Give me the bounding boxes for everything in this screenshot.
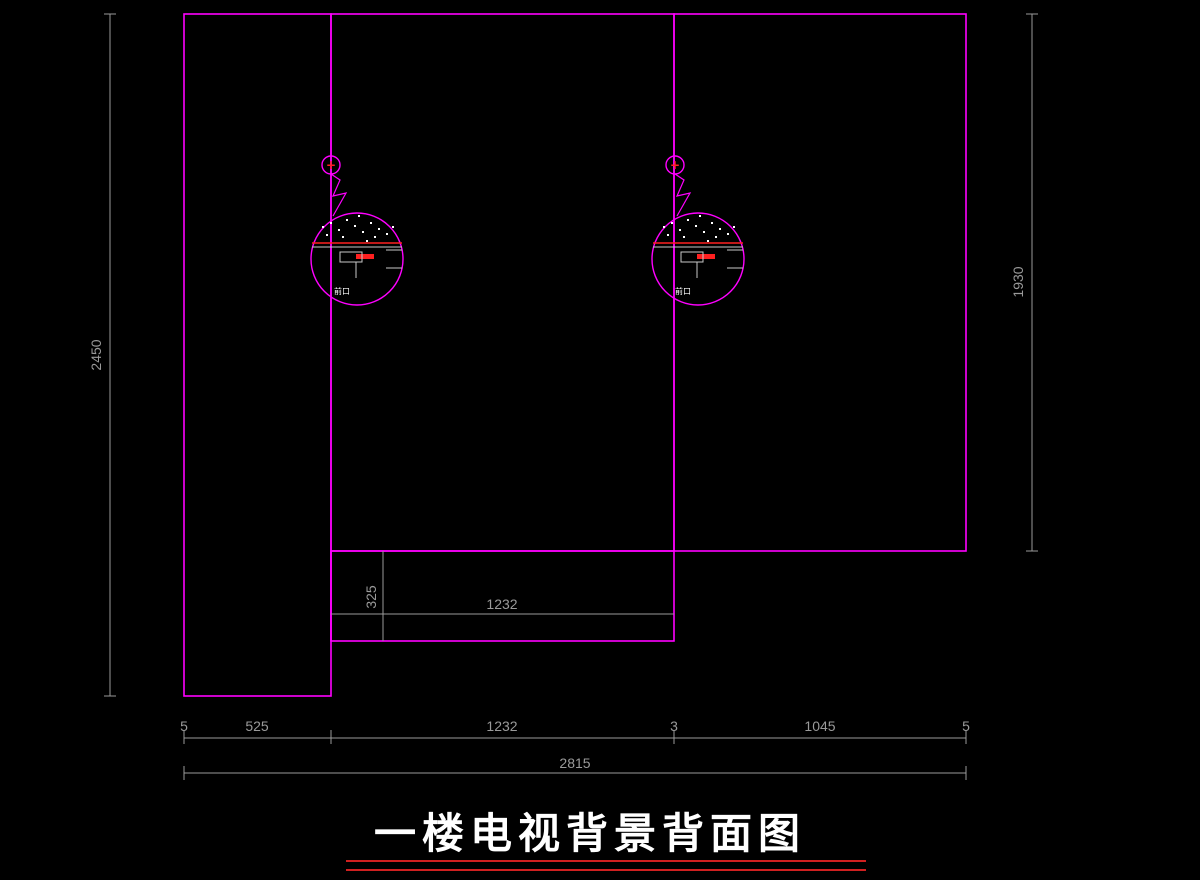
detail-red-bracket — [356, 254, 374, 259]
detail-red-bracket — [697, 254, 715, 259]
detail-section-circle — [310, 212, 404, 306]
dimension-tv-shelf: 325 1232 — [331, 551, 674, 641]
detail-leader-line — [330, 173, 348, 217]
detail-speckle-fill — [663, 215, 735, 242]
detail-section-circle — [651, 212, 745, 306]
drawing-title: 一楼电视背景背面图 — [374, 809, 806, 858]
detail-profile-box — [680, 251, 704, 263]
detail-speckle-fill — [322, 215, 394, 242]
detail-callout-right: + — [651, 155, 745, 306]
dimension-label-overall-width: 2815 — [559, 755, 590, 771]
detail-note: 前口 — [334, 286, 350, 296]
dimension-label-right-offset: 5 — [962, 718, 970, 734]
drawing-title-block: 一楼电视背景背面图 — [346, 809, 866, 871]
dimension-overall-width: 2815 — [183, 755, 967, 780]
right-panel — [673, 13, 967, 552]
dimension-label-shelf-height: 325 — [363, 585, 379, 609]
dimension-label-middle-width: 1232 — [486, 718, 517, 734]
dimension-label-left-width: 525 — [245, 718, 269, 734]
middle-panel — [330, 13, 675, 552]
dimension-label-shelf-width: 1232 — [486, 596, 517, 612]
dimension-label-right-width: 1045 — [804, 718, 835, 734]
detail-note: 前口 — [675, 286, 691, 296]
detail-marker-symbol: + — [326, 158, 336, 172]
panels — [183, 13, 967, 697]
detail-profile-box — [339, 251, 363, 263]
dimension-overall-height: 2450 — [88, 13, 116, 697]
dimension-chain-bottom: 5 525 1232 3 1045 5 — [180, 718, 970, 744]
left-tall-panel — [183, 13, 332, 697]
dimension-label-overall-height: 2450 — [88, 339, 104, 370]
dimension-right-height: 1930 — [1010, 13, 1038, 552]
dimension-label-left-offset: 5 — [180, 718, 188, 734]
detail-callout-left: + — [310, 155, 404, 306]
dimension-label-right-height: 1930 — [1010, 266, 1026, 297]
detail-marker-symbol: + — [670, 158, 680, 172]
dimension-label-gap: 3 — [670, 718, 678, 734]
detail-leader-line — [674, 173, 692, 217]
